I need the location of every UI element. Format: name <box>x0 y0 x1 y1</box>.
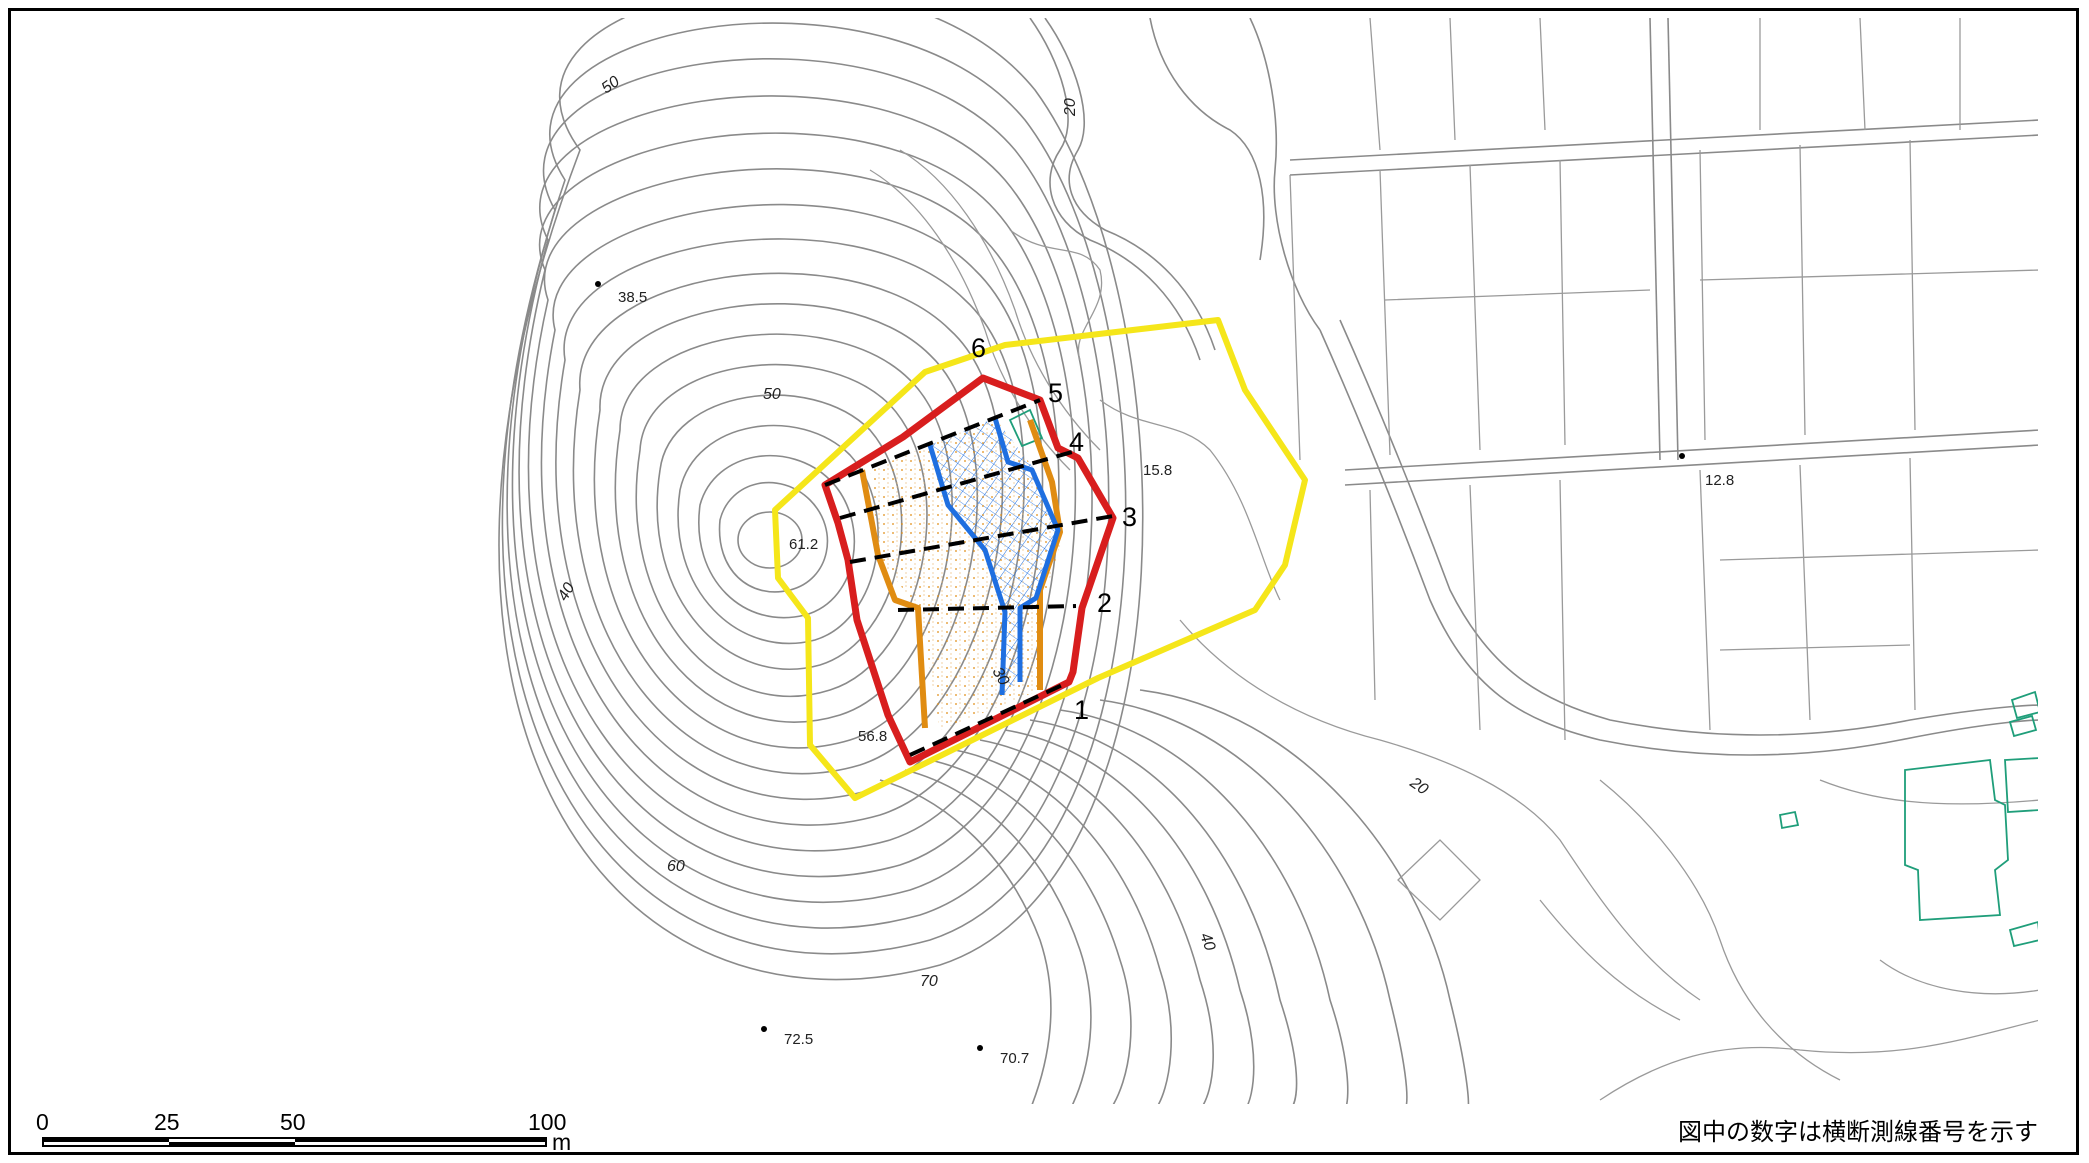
section-number-3: 3 <box>1122 502 1137 532</box>
scale-unit: m <box>552 1129 571 1155</box>
building-footprint <box>2010 690 2038 720</box>
section-number-6: 6 <box>971 333 986 363</box>
contour-label: 30 <box>989 665 1013 689</box>
scale-tick-0: 0 <box>36 1109 49 1135</box>
section-line-1 <box>909 680 1070 757</box>
building-footprint <box>2008 921 2038 948</box>
spot-elevation: 15.8 <box>1143 462 1172 479</box>
road-network <box>869 18 2038 1101</box>
building-footprint <box>2004 757 2038 813</box>
contour-label: 20 <box>1406 774 1431 799</box>
section-number-2: 2 <box>1097 588 1112 618</box>
scale-tick-50: 50 <box>280 1109 306 1135</box>
building-footprint <box>2008 714 2038 738</box>
contour-label: 40 <box>1196 931 1218 954</box>
spot-elevation: 38.5 <box>618 289 647 306</box>
inner-outline <box>927 444 1008 696</box>
section-line-4 <box>839 450 1073 520</box>
section-number-4: 4 <box>1069 427 1084 457</box>
spot-elevation: 61.2 <box>789 536 818 553</box>
section-line-3 <box>849 514 1114 564</box>
contour-label: 60 <box>667 858 685 875</box>
contour-label: 70 <box>920 973 938 990</box>
contour-label: 20 <box>1062 98 1079 117</box>
building-footprint <box>1008 408 1044 448</box>
section-line-2 <box>897 604 1077 612</box>
building-footprint <box>1904 759 2009 921</box>
scale-tick-25: 25 <box>154 1109 180 1135</box>
scale-tick-100: 100 <box>528 1109 566 1135</box>
study-area-outline <box>772 317 1308 801</box>
contour-label: 50 <box>763 386 781 403</box>
inner-outline <box>992 417 1061 682</box>
spot-elevation: 72.5 <box>784 1031 813 1048</box>
map-note: 図中の数字は横断測線番号を示す <box>1678 1118 2038 1146</box>
section-line-5 <box>824 398 1041 487</box>
section-number-1: 1 <box>1074 695 1089 725</box>
spot-elevation: 12.8 <box>1705 472 1734 489</box>
building-footprint <box>1778 810 1800 830</box>
spot-elevation: 70.7 <box>1000 1050 1029 1067</box>
buildings <box>1008 408 2038 948</box>
contour-label: 40 <box>555 580 579 604</box>
secondary-outline <box>859 469 928 729</box>
section-lines <box>824 398 1114 757</box>
section-number-labels: 1 2 3 4 5 6 <box>971 333 1137 725</box>
spot-elevation: 56.8 <box>858 728 887 745</box>
scale-bar: 0 25 50 100 m <box>36 1109 571 1155</box>
section-number-5: 5 <box>1048 378 1063 408</box>
